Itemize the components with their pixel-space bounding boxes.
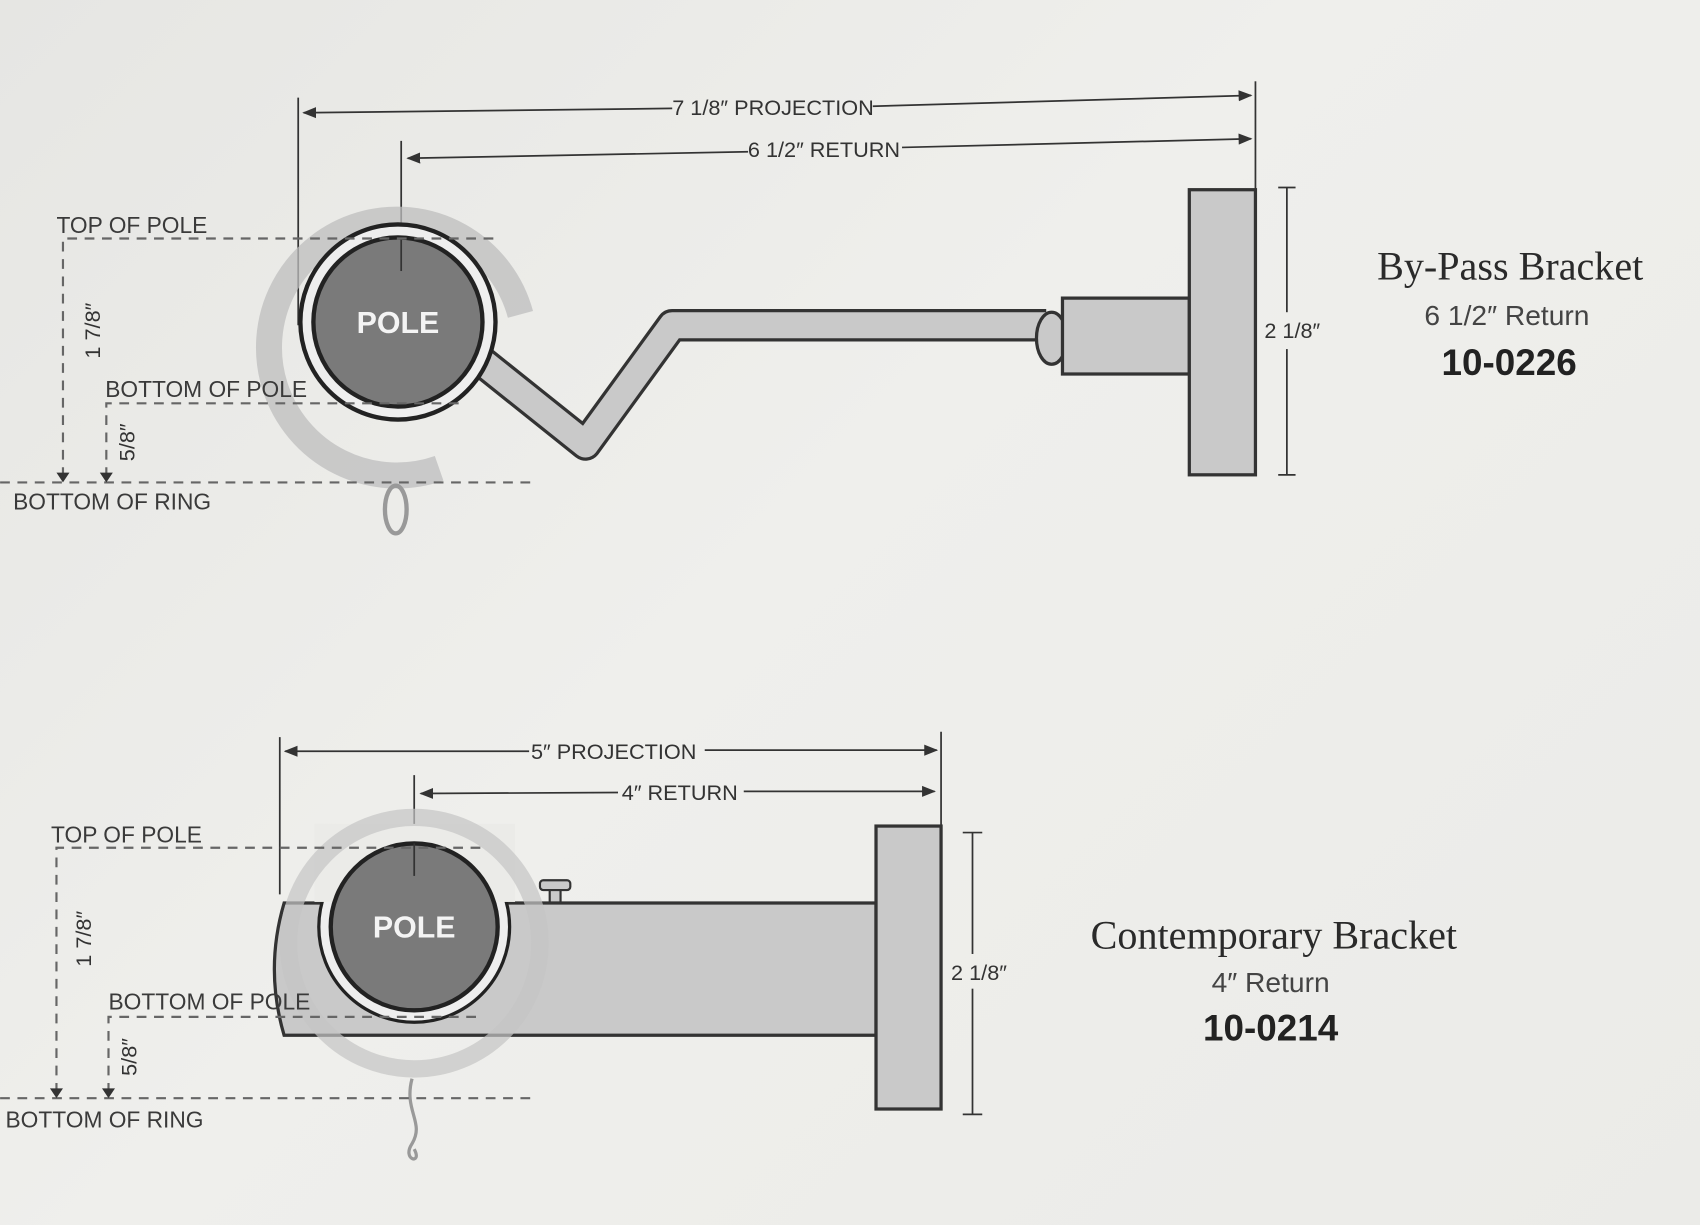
bottom-of-ring-label: BOTTOM OF RING [13, 489, 211, 515]
projection-label: 5″ PROJECTION [531, 739, 696, 764]
top-of-pole-line [55, 846, 488, 1093]
pole-to-ring-dimension: 1 7/8″ [71, 911, 96, 967]
plate-height-label: 2 1/8″ [951, 960, 1007, 985]
pole-to-ring-dimension: 1 7/8″ [80, 302, 105, 358]
curtain-ring [255, 206, 533, 489]
bypass-bracket-caption: By-Pass Bracket 6 1/2″ Return 10-0226 [1377, 244, 1643, 383]
return-dimension-line [419, 787, 619, 800]
ring-eyelet [407, 1078, 418, 1161]
bottom-of-pole-label: BOTTOM OF POLE [108, 988, 310, 1014]
top-of-pole-label: TOP OF POLE [56, 212, 207, 238]
product-name: Contemporary Bracket [1091, 913, 1457, 958]
projection-dimension-line [872, 90, 1253, 108]
bottom-of-ring-label: BOTTOM OF RING [6, 1106, 204, 1132]
wall-plate [1187, 188, 1258, 477]
return-dimension-line [406, 150, 749, 164]
wall-plate [874, 824, 943, 1111]
top-of-pole-line [61, 237, 499, 477]
product-code: 10-0214 [1203, 1008, 1339, 1049]
ring-eyelet [382, 483, 409, 536]
bottom-of-pole-label: BOTTOM OF POLE [105, 376, 307, 402]
product-return: 4″ Return [1212, 966, 1330, 998]
pole-bottom-to-ring-dimension: 5/8″ [117, 1038, 142, 1076]
plate-height-label: 2 1/8″ [1264, 318, 1320, 343]
bottom-of-pole-line [107, 1015, 478, 1093]
return-dimension-line [902, 133, 1253, 149]
pole-bottom-to-ring-dimension: 5/8″ [115, 423, 140, 461]
return-label: 4″ RETURN [622, 780, 738, 805]
projection-dimension-line [302, 107, 673, 119]
curtain-ring [279, 808, 549, 1078]
bottom-of-pole-line [105, 402, 467, 477]
projection-label: 7 1/8″ PROJECTION [672, 95, 874, 120]
pole-label: POLE [373, 912, 456, 945]
return-label: 6 1/2″ RETURN [748, 137, 900, 162]
product-return: 6 1/2″ Return [1424, 299, 1589, 331]
contemporary-bracket-caption: Contemporary Bracket 4″ Return 10-0214 [1091, 913, 1457, 1049]
bypass-bracket-drawing: 7 1/8″ PROJECTION 6 1/2″ RETURN POLE TOP… [0, 81, 1321, 536]
product-name: By-Pass Bracket [1377, 244, 1643, 289]
bracket-arm-base [1060, 296, 1191, 376]
contemporary-bracket-drawing: 5″ PROJECTION 4″ RETURN POLE TOP OF POLE… [0, 731, 1007, 1161]
product-code: 10-0226 [1442, 342, 1577, 383]
top-of-pole-label: TOP OF POLE [51, 821, 202, 847]
pole-label: POLE [357, 307, 440, 340]
